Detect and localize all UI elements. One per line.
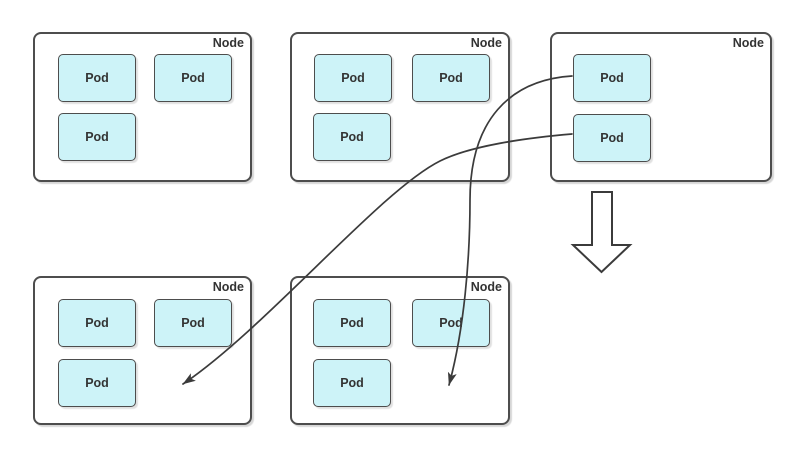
pod-label: Pod [85, 376, 109, 390]
pod-label: Pod [340, 130, 364, 144]
node-bottom-left-pod-2: Pod [154, 299, 232, 347]
down-arrow-icon [570, 191, 633, 274]
pod-label: Pod [340, 316, 364, 330]
node-bottom-middle-label: Node [470, 280, 502, 294]
node-bottom-left-pod-3: Pod [58, 359, 136, 407]
node-top-left-label: Node [212, 36, 244, 50]
pod-label: Pod [181, 71, 205, 85]
node-top-left-pod-1: Pod [58, 54, 136, 102]
pod-label: Pod [600, 71, 624, 85]
pod-label: Pod [85, 130, 109, 144]
node-bottom-left-label: Node [212, 280, 244, 294]
node-top-right-pod-2: Pod [573, 114, 651, 162]
node-top-middle-pod-2: Pod [412, 54, 490, 102]
node-top-left-pod-2: Pod [154, 54, 232, 102]
node-bottom-middle-pod-2: Pod [412, 299, 490, 347]
pod-label: Pod [340, 376, 364, 390]
node-bottom-middle-pod-3: Pod [313, 359, 391, 407]
node-top-left-pod-3: Pod [58, 113, 136, 161]
pod-label: Pod [85, 316, 109, 330]
node-top-right-pod-1: Pod [573, 54, 651, 102]
pod-label: Pod [181, 316, 205, 330]
node-bottom-middle-pod-1: Pod [313, 299, 391, 347]
pod-label: Pod [600, 131, 624, 145]
pod-label: Pod [439, 71, 463, 85]
node-top-middle-pod-1: Pod [314, 54, 392, 102]
node-bottom-left-pod-1: Pod [58, 299, 136, 347]
node-top-middle-label: Node [470, 36, 502, 50]
pod-label: Pod [341, 71, 365, 85]
node-top-middle-pod-3: Pod [313, 113, 391, 161]
node-top-right-label: Node [732, 36, 764, 50]
pod-label: Pod [439, 316, 463, 330]
pod-label: Pod [85, 71, 109, 85]
